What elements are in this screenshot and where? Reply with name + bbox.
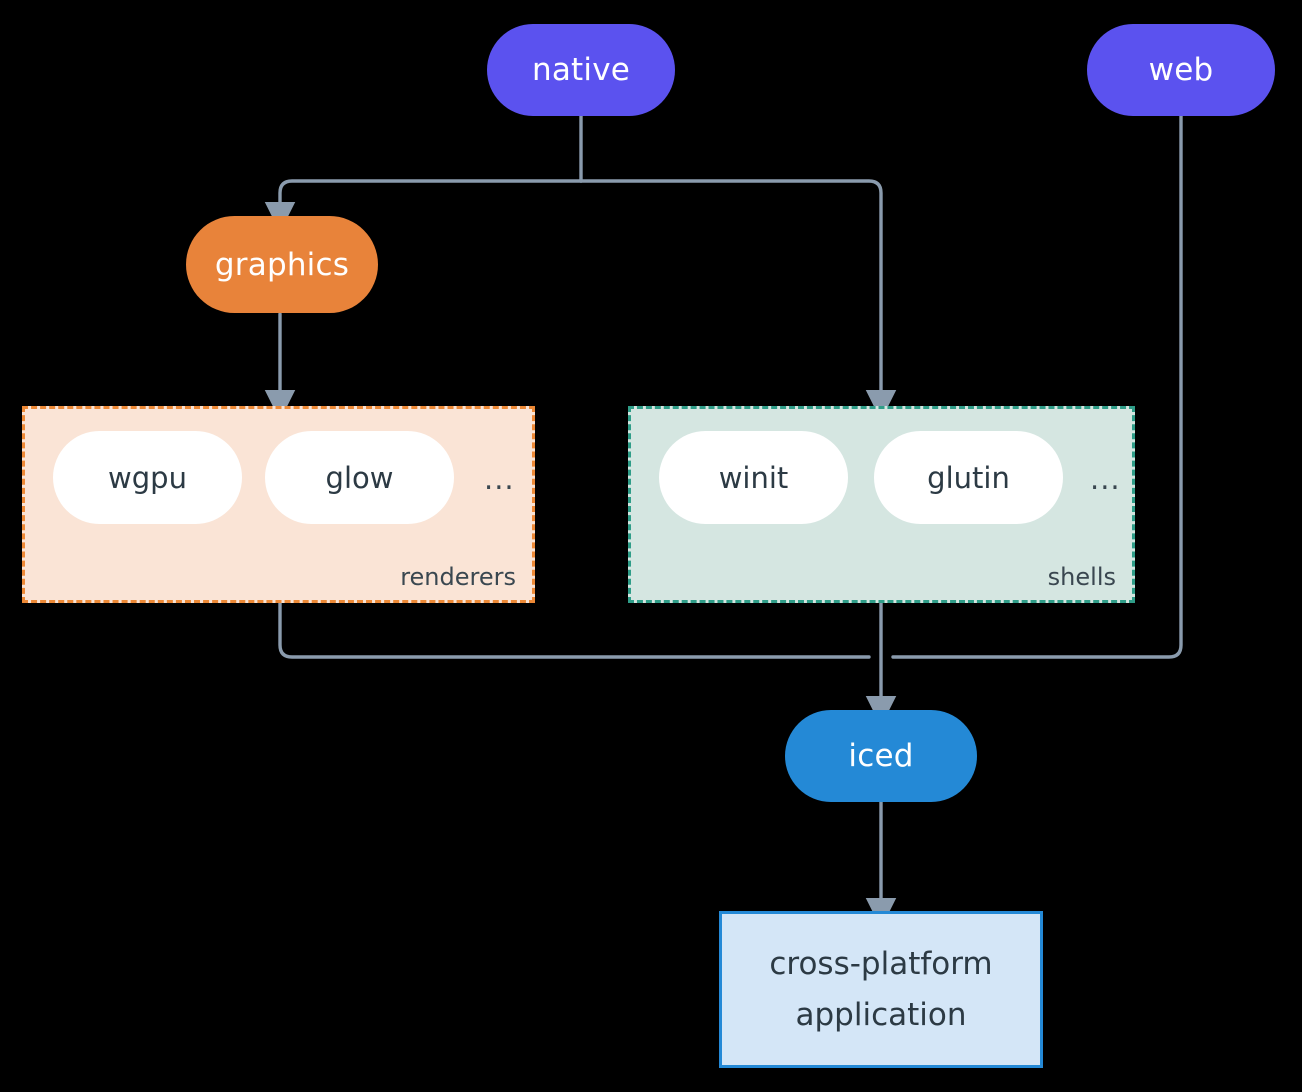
leaf-glutin-label: glutin xyxy=(927,460,1010,495)
application-line-2: application xyxy=(795,996,967,1033)
shells-more-ellipsis: ... xyxy=(1090,462,1121,496)
group-shells-label: shells xyxy=(1047,563,1116,591)
node-iced[interactable]: iced xyxy=(785,710,977,802)
leaf-glow[interactable]: glow xyxy=(265,431,454,524)
node-web-label: web xyxy=(1148,52,1214,88)
leaf-wgpu-label: wgpu xyxy=(108,460,187,495)
group-renderers-label: renderers xyxy=(400,563,516,591)
node-web[interactable]: web xyxy=(1087,24,1275,116)
node-native-label: native xyxy=(531,52,631,88)
application-line-1: cross-platform xyxy=(769,946,993,983)
group-shells: winit glutin ... shells xyxy=(628,406,1135,603)
leaf-glow-label: glow xyxy=(325,460,394,495)
group-renderers: wgpu glow ... renderers xyxy=(22,406,535,603)
node-iced-label: iced xyxy=(848,738,914,774)
edge-native-to-shells xyxy=(579,179,897,421)
leaf-winit-label: winit xyxy=(718,460,789,495)
edge-native-to-graphics xyxy=(264,179,583,233)
node-graphics-label: graphics xyxy=(214,246,350,283)
node-application[interactable]: cross-platform application xyxy=(719,911,1043,1068)
leaf-glutin[interactable]: glutin xyxy=(874,431,1063,524)
node-native[interactable]: native xyxy=(487,24,675,116)
node-graphics[interactable]: graphics xyxy=(186,216,378,313)
edge-renderers-to-iced xyxy=(278,600,871,659)
renderers-more-ellipsis: ... xyxy=(484,462,515,496)
leaf-wgpu[interactable]: wgpu xyxy=(53,431,242,524)
leaf-winit[interactable]: winit xyxy=(659,431,848,524)
